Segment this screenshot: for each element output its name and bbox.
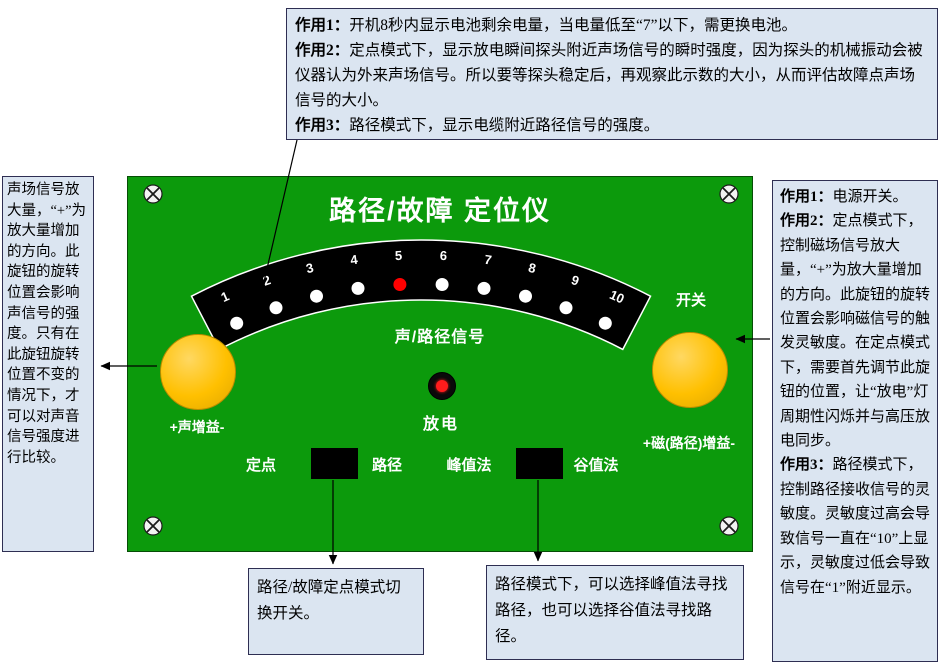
meter-scale-number: 9 — [569, 272, 581, 289]
callout-paragraph: 作用2：定点模式下，显示放电瞬间探头附近声场信号的瞬时强度，因为探头的机械振动会… — [295, 42, 923, 109]
mode-switch-left-label: 定点 — [245, 457, 276, 474]
callout-sound-gain-description: 声场信号放大量，“+”为放大量增加的方向。此旋钮的旋转位置会影响声信号的强度。只… — [2, 176, 94, 552]
meter-scale-number: 3 — [305, 260, 315, 276]
meter-dot — [269, 301, 283, 315]
screw-icon — [143, 184, 163, 204]
meter-dot — [598, 316, 612, 330]
callout-paragraph: 路径/故障定点模式切换开关。 — [257, 579, 401, 622]
meter-dot — [230, 316, 244, 330]
meter-scale-number: 5 — [395, 248, 403, 263]
meter-dot — [435, 278, 449, 291]
callout-paragraph: 作用2：定点模式下，控制磁场信号放大量，“+”为放大量增加的方向。此旋钮的旋转位… — [780, 213, 931, 450]
meter-scale-number: 6 — [439, 248, 447, 263]
callout-magnetic-gain-description: 作用1：电源开关。作用2：定点模式下，控制磁场信号放大量，“+”为放大量增加的方… — [772, 180, 938, 662]
meter-signal-label: 声/路径信号 — [394, 329, 486, 346]
method-toggle-switch[interactable] — [516, 448, 563, 479]
meter-scale-number: 4 — [349, 252, 359, 268]
screw-icon — [143, 516, 163, 536]
callout-paragraph: 作用3：路径模式下，控制路径接收信号的灵敏度。灵敏度过高会导致信号一直在“10”… — [780, 457, 931, 596]
meter-band — [190, 239, 652, 351]
callout-paragraph: 作用3：路径模式下，显示电缆附近路径信号的强度。 — [295, 117, 660, 134]
callout-meter-description: 作用1：开机8秒内显示电池剩余电量，当电量低至“7”以下，需更换电池。作用2：定… — [286, 8, 938, 140]
method-switch-left-label: 峰值法 — [446, 457, 492, 474]
meter-dot — [310, 289, 323, 303]
screw-icon — [719, 516, 739, 536]
callout-mode-switch-description: 路径/故障定点模式切换开关。 — [248, 568, 424, 655]
magnetic-gain-knob[interactable] — [652, 332, 728, 408]
meter-dot — [559, 301, 573, 315]
mode-toggle-switch[interactable] — [311, 448, 358, 479]
discharge-led — [428, 372, 456, 400]
callout-paragraph: 作用1：电源开关。 — [780, 189, 908, 205]
screw-icon — [719, 184, 739, 204]
meter-red-dot — [393, 278, 407, 291]
magnetic-gain-knob-label: +磁(路径)增益- — [642, 435, 736, 451]
callout-method-switch-description: 路径模式下，可以选择峰值法寻找路径，也可以选择谷值法寻找路径。 — [486, 565, 744, 660]
power-switch-label: 开关 — [675, 292, 706, 309]
meter-scale-number: 7 — [483, 252, 492, 268]
meter-scale-number: 8 — [527, 260, 537, 276]
method-switch-right-label: 谷值法 — [573, 457, 619, 474]
mode-switch-right-label: 路径 — [371, 457, 402, 474]
meter-scale-number: 10 — [607, 287, 626, 307]
meter-dot — [477, 281, 491, 295]
sound-gain-knob-label: +声增益- — [169, 419, 225, 435]
callout-paragraph: 声场信号放大量，“+”为放大量增加的方向。此旋钮的旋转位置会影响声信号的强度。只… — [7, 182, 87, 466]
discharge-led-core — [436, 380, 448, 392]
discharge-led-label: 放电 — [422, 416, 459, 433]
callout-paragraph: 路径模式下，可以选择峰值法寻找路径，也可以选择谷值法寻找路径。 — [495, 576, 728, 645]
meter-dot — [351, 281, 365, 295]
device-title: 路径/故障 定位仪 — [328, 196, 551, 226]
sound-gain-knob[interactable] — [160, 334, 236, 410]
meter-dot — [519, 289, 532, 303]
callout-paragraph: 作用1：开机8秒内显示电池剩余电量，当电量低至“7”以下，需更换电池。 — [295, 17, 798, 34]
